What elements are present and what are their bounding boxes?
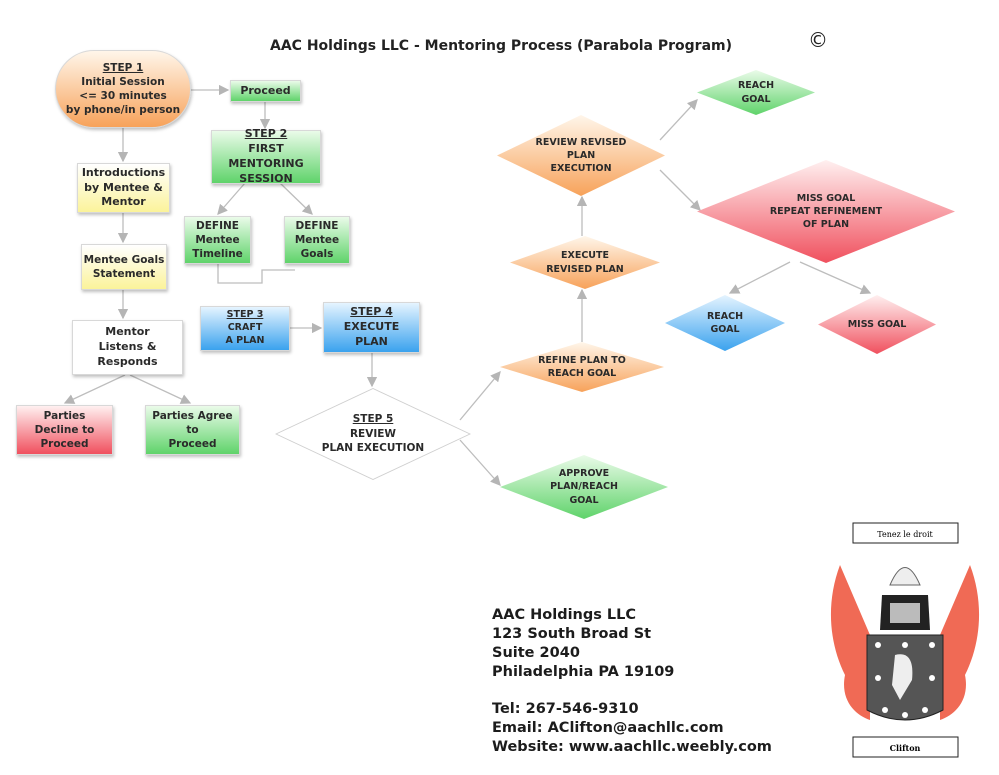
address-block: AAC Holdings LLC 123 South Broad St Suit… [492,606,772,757]
node-text: EXECUTE [561,250,609,262]
node-text: by phone/in person [65,104,181,117]
node-text: OF PLAN [802,219,850,231]
node-label: STEP 4 [350,305,393,319]
step2-node: STEP 2 FIRST MENTORING SESSION [211,127,321,185]
define-timeline-node: DEFINE Mentee Timeline [184,216,251,264]
node-text: REACH GOAL [547,368,617,379]
node-text: A PLAN [225,334,265,346]
node-text: Introductions [81,165,166,179]
node-text: Goals [300,248,334,261]
node-text: <= 30 minutes [79,90,167,102]
node-text: Mentee [294,233,340,246]
telephone: Tel: 267-546-9310 [492,701,639,717]
node-text: REVIEW [349,427,397,440]
node-text: MISS GOAL [847,318,907,330]
node-text: Proceed [240,83,291,97]
node-text: Parties Agree [152,409,233,422]
node-text: APPROVE [558,468,610,480]
node-text: REFINE PLAN TO [538,354,626,366]
parties-agree-node: Parties Agree to Proceed [145,405,240,455]
node-text: GOAL [741,93,771,105]
node-text: Timeline [192,248,243,261]
company-name: AAC Holdings LLC [492,607,637,623]
node-text: PLAN EXECUTION [321,442,425,455]
crest-name: Clifton [890,743,921,753]
node-text: Decline to [34,423,95,436]
node-text: SESSION [239,171,293,185]
node-label: STEP 5 [352,412,394,425]
mentor-listens-node: Mentor Listens & Responds [72,320,183,375]
node-text: Mentee Goals [83,253,165,266]
node-text: GOAL [710,324,740,335]
node-text: PLAN/REACH [550,481,618,493]
node-text: Mentor [101,195,146,209]
node-text: REACH [706,310,744,322]
node-text: MISS GOAL [796,192,856,204]
node-text: FIRST MENTORING [228,142,304,170]
node-text: GOAL [569,494,599,506]
node-text: PLAN [355,334,388,348]
node-text: Parties [43,409,86,422]
node-text: Mentee [195,233,240,246]
node-text: REPEAT REFINEMENT [769,205,883,217]
node-text: PLAN [566,149,596,161]
node-text: REACH [737,80,775,92]
node-text: Statement [92,268,156,280]
node-text: REVISED PLAN [546,263,624,275]
node-text: Listens & Responds [97,340,158,368]
parties-decline-node: Parties Decline to Proceed [16,405,113,455]
email: Email: AClifton@aachllc.com [492,720,724,736]
node-text: Proceed [40,438,89,451]
page-title: AAC Holdings LLC - Mentoring Process (Pa… [270,38,733,54]
introductions-node: Introductions by Mentee & Mentor [77,163,170,213]
crest-motto: Tenez le droit [877,530,933,539]
step1-node: STEP 1 Initial Session <= 30 minutes by … [55,50,191,128]
node-text: DEFINE [196,219,239,232]
node-text: REVIEW REVISED [535,136,627,148]
node-label: STEP 1 [102,61,144,74]
node-text: EXECUTION [550,163,612,175]
node-text: Proceed [168,438,217,451]
website: Website: www.aachllc.weebly.com [492,739,772,755]
city: Philadelphia PA 19109 [492,664,675,680]
suite: Suite 2040 [492,645,580,661]
node-label: STEP 3 [226,309,264,321]
proceed-node: Proceed [230,80,301,102]
define-goals-node: DEFINE Mentee Goals [284,216,350,264]
goals-statement-node: Mentee Goals Statement [81,244,167,290]
node-text: by Mentee & [84,180,163,194]
node-text: EXECUTE [343,320,400,334]
node-text: to [186,423,199,436]
street: 123 South Broad St [492,626,652,642]
step3-node: STEP 3 CRAFT A PLAN [200,306,290,351]
node-text: DEFINE [295,219,339,232]
node-label: STEP 2 [244,127,288,141]
copyright-icon: © [808,28,828,52]
node-text: Mentor [105,325,150,339]
node-text: Initial Session [81,75,165,88]
node-text: CRAFT [227,322,263,334]
family-crest-icon: Tenez le droit Clifton [830,522,980,758]
step4-node: STEP 4 EXECUTE PLAN [323,302,420,353]
